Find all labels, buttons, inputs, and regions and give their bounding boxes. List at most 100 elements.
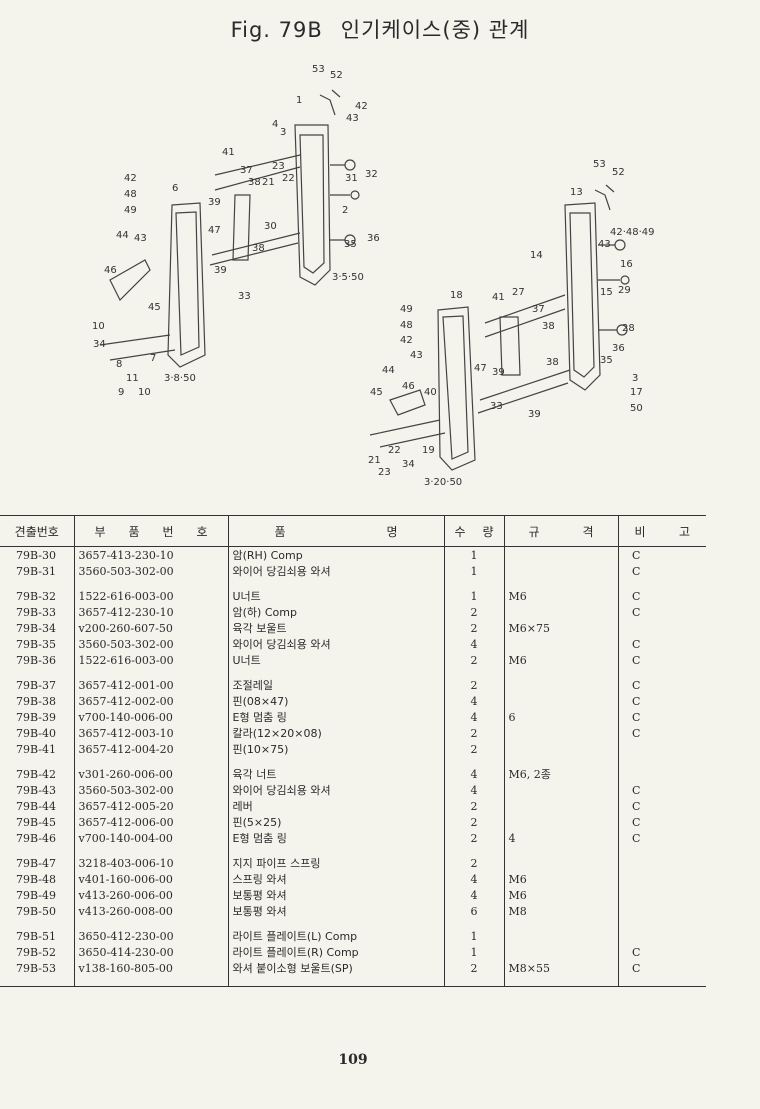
cell-name: 라이트 플레이트(R) Comp [227,944,444,960]
cell-name: 와이어 당김쇠용 와셔 [227,636,444,652]
cell-qty: 2 [443,668,504,693]
svg-text:53: 53 [593,159,606,170]
cell-note [617,887,706,903]
cell-part: 3657-412-004-20 [73,741,228,757]
cell-name: 보통평 와셔 [227,903,444,919]
cell-qty: 4 [443,757,504,782]
cell-part: 3650-412-230-00 [73,919,228,944]
cell-qty: 4 [443,709,504,725]
svg-text:44: 44 [116,230,129,241]
left-assembly-drawing [99,89,360,368]
cell-note: C [617,563,706,579]
cell-ref: 79B-32 [16,589,56,603]
figure-number: Fig. 79B [230,18,323,42]
cell-part: 3560-503-302-00 [73,782,228,798]
svg-text:37: 37 [532,304,545,315]
svg-text:42: 42 [355,101,368,112]
svg-text:52: 52 [330,70,343,81]
svg-text:23: 23 [272,161,285,172]
cell-note [617,846,706,871]
svg-text:49: 49 [400,304,413,315]
cell-spec: M8 [503,903,618,919]
cell-ref: 79B-36 [16,653,56,667]
cell-spec: M6 [503,652,618,668]
cell-ref: 79B-53 [0,960,74,987]
cell-note: C [617,546,706,563]
cell-spec [503,725,618,741]
cell-name: 칼라(12×20×08) [227,725,444,741]
svg-text:6: 6 [172,183,178,194]
svg-text:34: 34 [402,459,415,470]
cell-ref: 79B-48 [16,872,56,886]
cell-note: C [617,636,706,652]
svg-text:41: 41 [222,147,235,158]
cell-note: C [617,709,706,725]
svg-text:43: 43 [410,350,423,361]
exploded-parts-diagram: 53 52 1 42 43 4 3 41 23 37 38 21 22 31 3… [92,64,655,488]
svg-text:23: 23 [378,467,391,478]
cell-note: C [617,725,706,741]
cell-name: 지지 파이프 스프링 [227,846,444,871]
svg-text:3·8·50: 3·8·50 [164,373,196,384]
svg-text:21: 21 [368,455,381,466]
svg-text:39: 39 [214,265,227,276]
cell-part: 3657-412-002-00 [73,693,228,709]
cell-name: 핀(08×47) [227,693,444,709]
svg-text:3·5·50: 3·5·50 [332,272,364,283]
cell-part: 3657-412-005-20 [73,798,228,814]
cell-qty: 2 [443,830,504,846]
svg-text:9: 9 [118,387,124,398]
svg-text:38: 38 [542,321,555,332]
cell-note: C [617,944,706,960]
svg-text:29: 29 [618,285,631,296]
cell-ref: 79B-34 [16,621,56,635]
cell-part: v200-260-607-50 [73,620,228,636]
svg-text:39: 39 [208,197,221,208]
cell-name: E형 멈춤 링 [227,830,444,846]
cell-note: C [617,652,706,668]
cell-note [617,741,706,757]
svg-text:33: 33 [238,291,251,302]
cell-name: 육각 너트 [227,757,444,782]
svg-text:22: 22 [282,173,295,184]
svg-text:53: 53 [312,64,325,75]
svg-text:27: 27 [512,287,525,298]
cell-qty: 4 [443,871,504,887]
cell-qty: 2 [443,725,504,741]
svg-text:52: 52 [612,167,625,178]
cell-spec: M6×75 [503,620,618,636]
svg-text:3·20·50: 3·20·50 [424,477,462,488]
cell-spec: M6 [503,871,618,887]
cell-ref: 79B-39 [16,710,56,724]
cell-name: 와셔 붙이소형 보울트(SP) [227,960,444,987]
cell-note: C [617,798,706,814]
cell-note [617,871,706,887]
svg-text:32: 32 [365,169,378,180]
svg-text:4: 4 [272,119,278,130]
svg-text:10: 10 [92,321,105,332]
svg-text:46: 46 [402,381,415,392]
cell-spec: M6 [503,887,618,903]
cell-note: C [617,960,706,987]
cell-name: 암(하) Comp [227,604,444,620]
svg-text:38: 38 [248,177,261,188]
svg-text:42·48·49: 42·48·49 [610,227,655,238]
cell-note: C [617,604,706,620]
cell-part: v700-140-004-00 [73,830,228,846]
svg-text:35: 35 [344,239,357,250]
page-number: 109 [338,1052,368,1068]
cell-part: 3657-412-230-10 [73,604,228,620]
svg-text:14: 14 [530,250,543,261]
cell-ref: 79B-31 [16,564,56,578]
